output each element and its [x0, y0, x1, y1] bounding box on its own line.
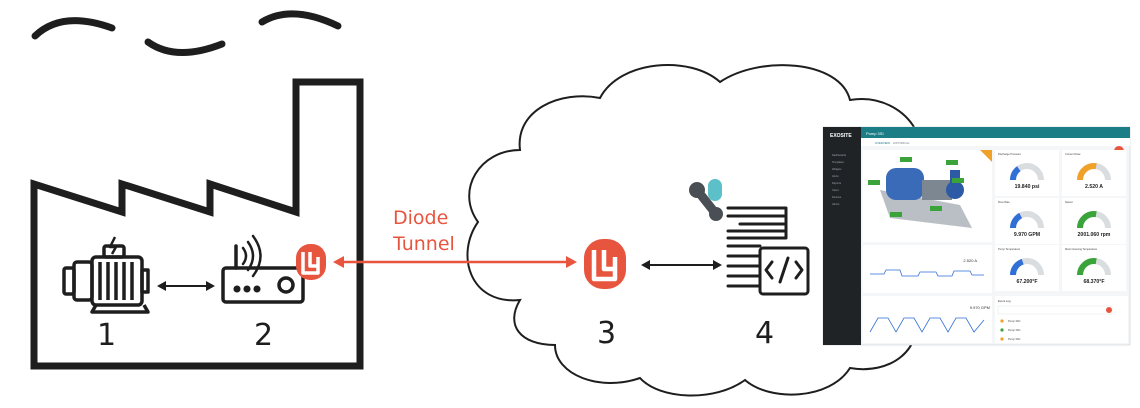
flow-rate-chart	[863, 296, 992, 343]
tab-historical[interactable]: HISTORICAL	[893, 141, 910, 145]
label-motor: 1	[97, 318, 116, 353]
gauge-fill	[1077, 258, 1097, 276]
smoke-3	[258, 10, 342, 30]
gauge-panel: Current Draw 2.520 A	[1062, 150, 1126, 196]
application-icon	[726, 206, 810, 296]
dashboard-header	[861, 127, 1130, 138]
motor-gateway-arrow	[157, 281, 215, 291]
factory-outline	[30, 78, 364, 370]
gauge-title: Motor Housing Temperature	[1065, 247, 1098, 251]
smoke-1	[31, 17, 116, 40]
gauge-value: 9.970 GPM	[1014, 232, 1040, 238]
gauge-panels: Discharge Pressure 19.840 psi Current Draw…	[995, 150, 1126, 291]
sidebar-item[interactable]: Users	[832, 188, 839, 192]
event-log-title: Event Log	[998, 299, 1011, 303]
gauge-panel: Speed 2001.060 rpm	[1062, 198, 1126, 244]
flow-rate-value: 9.970 GPM	[970, 305, 990, 310]
gauge-fill	[1077, 211, 1097, 229]
sidebar-item[interactable]: Templates	[832, 160, 845, 164]
gauge-title: Current Draw	[1065, 152, 1081, 156]
gauge-title: Speed	[1065, 200, 1073, 204]
label-application: 4	[755, 316, 774, 351]
gauge-value: 2001.060 rpm	[1078, 232, 1111, 238]
sidebar-item[interactable]: Admin	[832, 202, 840, 206]
motor-icon	[62, 236, 150, 314]
sidebar-item[interactable]: Dashboards	[832, 153, 847, 157]
gauge-panel: Flow Rate 9.970 GPM	[995, 198, 1059, 244]
sidebar-item[interactable]: Devices	[832, 195, 842, 199]
dashboard-screenshot: EXOSITE Dashboards Templates Widgets Ale…	[822, 126, 1131, 346]
gauge-fill	[1077, 163, 1097, 181]
dashboard-brand: EXOSITE	[830, 133, 852, 139]
current-draw-value: 2.520 A	[963, 258, 977, 263]
tunnel-label-line2: Tunnel	[392, 233, 455, 255]
gauge-value: 2.520 A	[1085, 184, 1103, 190]
gauge-title: Discharge Pressure	[998, 152, 1021, 156]
factory-icon	[30, 10, 364, 370]
connector-app-arrow	[641, 260, 722, 270]
dashboard-sidebar-list: Dashboards Templates Widgets Alerts Repo…	[832, 153, 847, 206]
gauge-panel: Pump Temperature 67.200°F	[995, 245, 1059, 291]
tab-overview[interactable]: OVERVIEW	[875, 141, 890, 145]
gauge-value: 67.200°F	[1016, 279, 1037, 285]
event-log-panel	[995, 296, 1128, 343]
gauge-title: Flow Rate	[998, 200, 1010, 204]
gauge-title: Pump Temperature	[998, 247, 1021, 251]
smoke-2	[144, 38, 226, 56]
gauge-fill	[1010, 258, 1024, 276]
dashboard-title: Pump 3SI	[866, 131, 884, 136]
event-row[interactable]: Pump 3SC	[1008, 328, 1021, 332]
event-row[interactable]: Pump 3SC	[1008, 337, 1021, 341]
label-gateway: 2	[254, 318, 273, 353]
gauge-value: 68.370°F	[1083, 279, 1104, 285]
sidebar-item[interactable]: Reports	[832, 181, 842, 185]
brand-icon	[689, 179, 723, 221]
gauge-panel: Discharge Pressure 19.840 psi	[995, 150, 1059, 196]
diode-tunnel-arrow	[333, 256, 577, 268]
event-row[interactable]: Pump 3SC	[1008, 319, 1021, 323]
dashboard-sidebar	[823, 127, 861, 345]
router-icon	[221, 234, 305, 304]
current-draw-chart	[863, 245, 992, 293]
gauge-value: 19.840 psi	[1015, 184, 1040, 190]
clearblade-icon	[296, 244, 326, 280]
sidebar-item[interactable]: Alerts	[832, 174, 839, 178]
gauge-fill	[1010, 212, 1023, 229]
sidebar-item[interactable]: Widgets	[832, 167, 842, 171]
gauge-panel: Motor Housing Temperature 68.370°F	[1062, 245, 1126, 291]
tunnel-label-line1: Diode	[393, 207, 448, 229]
clearblade-cloud-icon	[584, 239, 626, 289]
gauge-fill	[1010, 166, 1021, 181]
label-cloud-connector: 3	[597, 316, 616, 351]
